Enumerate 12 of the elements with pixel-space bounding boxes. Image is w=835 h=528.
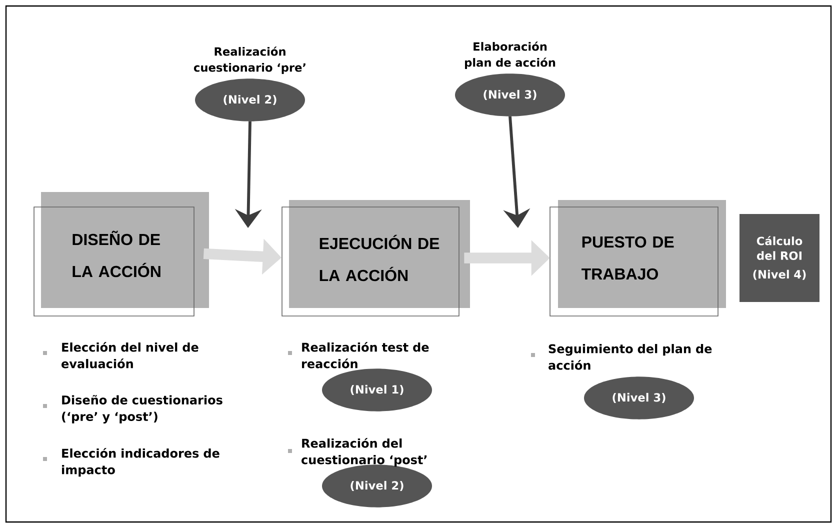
bullet-item: Realización test de reacción: [302, 342, 429, 368]
bullet-item: Realización del cuestionario ‘post’: [302, 438, 427, 467]
stage-box: EJECUCIÓN DE LA ACCIÓN: [282, 200, 470, 316]
result-box: Cálculo del ROI (Nivel 4): [740, 214, 820, 302]
step-caption: Elaboración plan de acción: [465, 42, 556, 69]
stage-box: DISEÑO DE LA ACCIÓN: [34, 192, 209, 316]
bullet-item: Diseño de cuestionarios (‘pre’ y ‘post’): [62, 395, 222, 424]
bullet-item: Seguimiento del plan de acción: [548, 344, 712, 370]
step-caption: Realización cuestionario ‘pre’: [194, 46, 306, 74]
bullet-item: Elección del nivel de evaluación: [62, 342, 198, 368]
stage-box: PUESTO DE TRABAJO: [550, 200, 726, 316]
bullet-item: Elección indicadores de impacto: [62, 448, 220, 477]
